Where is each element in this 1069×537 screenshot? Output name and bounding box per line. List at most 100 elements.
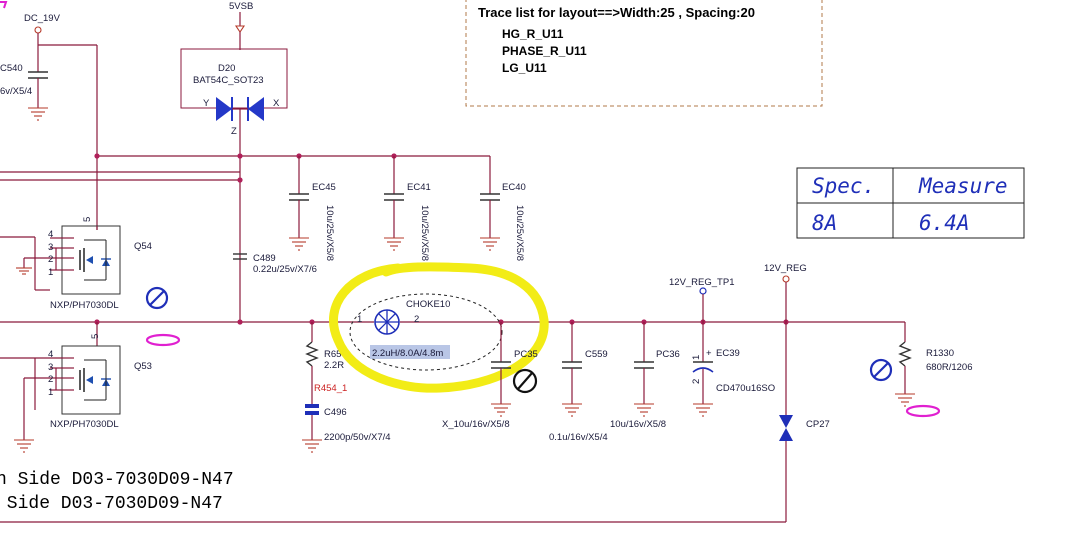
q53-pin: 4	[48, 349, 53, 360]
net-dc-19v-label: DC_19V	[24, 13, 61, 24]
q53-pin: 2	[48, 374, 53, 385]
r654-value: 2.2R	[324, 360, 344, 371]
bottom-side-note-2: Side D03-7030D09-N47	[0, 494, 223, 514]
c540-ref: C540	[0, 63, 23, 74]
q54-mosfet-symbol	[62, 237, 111, 281]
r1330-resistor	[898, 341, 912, 367]
pc36-ref: PC36	[656, 349, 680, 360]
ec40-ref: EC40	[502, 182, 526, 193]
measure-header: Measure	[918, 174, 1008, 198]
ec45-value: 10u/25v/X5/8	[324, 205, 335, 261]
ec39-pin1: 1	[691, 355, 702, 360]
q53-mosfet-symbol	[62, 357, 111, 401]
trace-note-box	[465, 0, 823, 107]
q54-gnd	[16, 258, 32, 275]
r1330-gnd	[895, 393, 915, 407]
no-connect-marker	[145, 286, 169, 310]
ec39-capacitor	[692, 361, 714, 417]
choke10-inductor	[374, 309, 400, 335]
marker-fragment	[0, 1, 8, 9]
q54-pin: 5	[82, 217, 93, 222]
d20-pin-x: X	[273, 98, 280, 109]
ec45-ref: EC45	[312, 182, 336, 193]
trace-item: PHASE_R_U11	[502, 44, 587, 58]
d20-pin-z: Z	[231, 126, 237, 137]
q54-pin: 4	[48, 229, 53, 240]
ec41-capacitor	[384, 156, 404, 251]
q53-body	[61, 345, 121, 415]
highlight-annotation	[329, 262, 549, 393]
c496-value: 2200p/50v/X7/4	[324, 432, 391, 443]
r1330-ref: R1330	[926, 348, 954, 359]
q53-part: NXP/PH7030DL	[50, 419, 119, 430]
c489-value: 0.22u/25v/X7/6	[253, 264, 317, 275]
r654-ref: R654	[324, 349, 347, 360]
net-12v-reg-port	[782, 275, 790, 283]
ec39-ref: EC39	[716, 348, 740, 359]
net-5vsb-label: 5VSB	[229, 1, 253, 12]
magenta-marker	[905, 404, 941, 418]
spec-table: Spec. Measure 8A 6.4A	[796, 167, 1025, 239]
pc35-capacitor	[491, 322, 511, 417]
choke10-dashed-outline	[349, 293, 503, 371]
q54-pin: 3	[48, 242, 53, 253]
magenta-marker	[145, 333, 181, 347]
trace-item: LG_U11	[502, 61, 547, 75]
ec39-pin2: 2	[691, 379, 702, 384]
ec39-value: CD470u16SO	[716, 383, 775, 394]
measure-value: 6.4A	[919, 211, 970, 235]
ec45-capacitor	[289, 156, 309, 251]
q54-ref: Q54	[134, 241, 152, 252]
net-12v-reg-tp1-label: 12V_REG_TP1	[669, 277, 734, 288]
ec39-plus: +	[706, 348, 712, 359]
r1330-value: 680R/1206	[926, 362, 972, 373]
q53-ref: Q53	[134, 361, 152, 372]
ec41-ref: EC41	[407, 182, 431, 193]
d20-ref: D20	[218, 63, 235, 74]
pc36-capacitor	[634, 322, 654, 417]
pc35-ref: PC35	[514, 349, 538, 360]
choke10-value: 2.2uH/8.0A/4.8m	[372, 348, 443, 359]
q53-gnd	[14, 377, 50, 453]
spec-value: 8A	[812, 211, 837, 235]
d20-pin-y: Y	[203, 98, 210, 109]
r654-resistor	[305, 341, 319, 367]
c559-value: 0.1u/16v/X5/4	[549, 432, 608, 443]
q54-body	[61, 225, 121, 295]
pc35-value: X_10u/16v/X5/8	[442, 419, 510, 430]
q53-pin: 3	[48, 362, 53, 373]
ec40-value: 10u/25v/X5/8	[514, 205, 525, 261]
test-point	[699, 287, 707, 295]
q53-pin: 5	[90, 334, 101, 339]
choke10-value-highlight	[370, 345, 450, 359]
ec41-value: 10u/25v/X5/8	[419, 205, 430, 261]
c540-value: 6v/X5/4	[0, 86, 32, 97]
net-5vsb-port	[234, 25, 246, 33]
c489-ref: C489	[253, 253, 276, 264]
cp27-ref: CP27	[806, 419, 830, 430]
d20-body	[180, 48, 288, 109]
choke10-ref: CHOKE10	[406, 299, 450, 310]
r654-alt-ref: R454_1	[314, 383, 347, 394]
bottom-side-note-1: n Side D03-7030D09-N47	[0, 470, 234, 490]
choke10-pin2: 2	[414, 314, 419, 325]
trace-item: HG_R_U11	[502, 27, 564, 41]
q54-pin: 1	[48, 267, 53, 278]
no-connect-marker	[512, 368, 538, 394]
pc36-value: 10u/16v/X5/8	[610, 419, 666, 430]
trace-note-title: Trace list for layout==>Width:25 , Spaci…	[478, 5, 755, 20]
q54-part: NXP/PH7030DL	[50, 300, 119, 311]
c559-capacitor	[562, 322, 582, 417]
c496-ref: C496	[324, 407, 347, 418]
ec40-capacitor	[480, 156, 500, 251]
c496-capacitor	[302, 404, 322, 453]
c489-capacitor	[233, 253, 247, 260]
q53-pin: 1	[48, 387, 53, 398]
cp27-diode	[779, 415, 793, 441]
net-dc-19v-port	[34, 26, 42, 34]
c559-ref: C559	[585, 349, 608, 360]
choke10-pin1: 1	[357, 314, 362, 325]
no-connect-marker	[869, 358, 893, 382]
net-12v-reg-label: 12V_REG	[764, 263, 807, 274]
